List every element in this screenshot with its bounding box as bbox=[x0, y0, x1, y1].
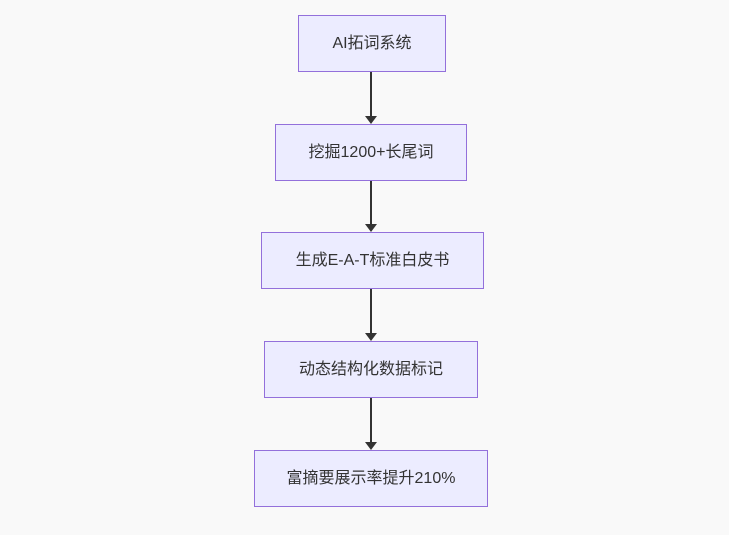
flowchart-edge-2 bbox=[365, 181, 377, 232]
flowchart-node-eat-whitepaper: 生成E-A-T标准白皮书 bbox=[261, 232, 484, 289]
flowchart-node-structured-data-markup: 动态结构化数据标记 bbox=[264, 341, 478, 398]
edge-line bbox=[370, 72, 372, 117]
flowchart-edge-4 bbox=[365, 398, 377, 450]
flowchart-edge-3 bbox=[365, 289, 377, 341]
flowchart-edge-1 bbox=[365, 72, 377, 124]
edge-line bbox=[370, 289, 372, 334]
node-label: AI拓词系统 bbox=[332, 34, 412, 52]
arrowhead-down-icon bbox=[365, 333, 377, 341]
flowchart-node-rich-snippet-result: 富摘要展示率提升210% bbox=[254, 450, 488, 507]
edge-line bbox=[370, 181, 372, 225]
edge-line bbox=[370, 398, 372, 443]
node-label: 富摘要展示率提升210% bbox=[286, 469, 456, 487]
arrowhead-down-icon bbox=[365, 116, 377, 124]
arrowhead-down-icon bbox=[365, 442, 377, 450]
flowchart-node-ai-keyword-system: AI拓词系统 bbox=[298, 15, 446, 72]
node-label: 挖掘1200+长尾词 bbox=[308, 143, 434, 161]
flowchart-node-longtail-mining: 挖掘1200+长尾词 bbox=[275, 124, 467, 181]
node-label: 生成E-A-T标准白皮书 bbox=[295, 251, 450, 269]
node-label: 动态结构化数据标记 bbox=[298, 360, 443, 378]
arrowhead-down-icon bbox=[365, 224, 377, 232]
